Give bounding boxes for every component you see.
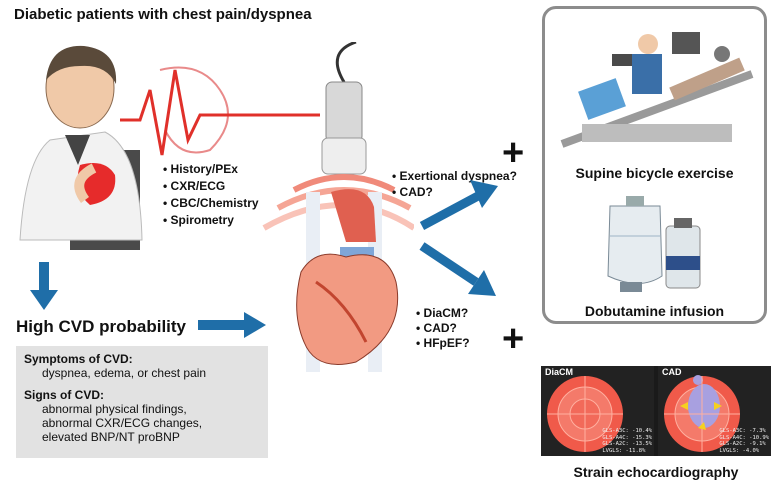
heart-echo-illustration [262,42,414,372]
diagram-title: Diabetic patients with chest pain/dyspne… [14,6,312,23]
strain-echo-images: DiaCM GLS-A3C: -10.4% GLS-A4C: -15.3% GL… [541,366,771,456]
cvd-criteria-box: Symptoms of CVD: dyspnea, edema, or ches… [16,346,268,458]
workup-item: Spirometry [163,212,259,229]
strain-stat: LVGLS: -4.0% [719,447,760,454]
strain-stat: LVGLS: -11.8% [602,447,646,454]
supine-bicycle-illustration [560,32,754,148]
questions-top: Exertional dyspnea? CAD? [392,168,517,200]
dobutamine-label: Dobutamine infusion [584,303,725,319]
patient-illustration [19,45,143,250]
strain-stat: GLS-A2C: -9.1% [719,441,766,447]
strain-panel-diacm: DiaCM GLS-A3C: -10.4% GLS-A4C: -15.3% GL… [541,366,654,456]
strain-stat: GLS-A4C: -10.9% [719,434,769,441]
arrow-right [198,312,266,338]
workup-item: CXR/ECG [163,178,259,195]
signs-line: abnormal physical findings, [42,402,187,416]
dobutamine-illustration [607,196,701,292]
exercise-label: Supine bicycle exercise [575,165,734,181]
strain-stat: GLS-A4C: -15.3% [602,434,652,441]
strain-panel-cad: CAD GLS-A3C: -7.3% GLS-A4C: -10.9% GLS-A… [658,366,771,456]
symptoms-heading: Symptoms of CVD: [24,352,133,366]
strain-stats: GLS-A3C: -7.3% GLS-A4C: -10.9% GLS-A2C: … [719,428,769,454]
question-item: DiaCM? [416,306,470,321]
arrow-down [30,262,58,310]
strain-panel-name: DiaCM [545,367,574,377]
signs-line: elevated BNP/NT proBNP [42,430,180,444]
strain-label: Strain echocardiography [573,464,739,480]
workup-list: History/PEx CXR/ECG CBC/Chemistry Spirom… [163,161,259,229]
symptoms-line: dyspnea, edema, or chest pain [42,366,207,380]
strain-stats: GLS-A3C: -10.4% GLS-A4C: -15.3% GLS-A2C:… [602,428,652,454]
signs-heading: Signs of CVD: [24,388,104,402]
bullseye-plot [664,375,740,452]
ecg-trace [120,66,320,156]
workup-item: CBC/Chemistry [163,195,259,212]
high-cvd-heading: High CVD probability [16,317,186,336]
strain-stat: GLS-A3C: -10.4% [602,428,652,434]
question-item: Exertional dyspnea? [392,168,517,184]
signs-line: abnormal CXR/ECG changes, [42,416,203,430]
question-item: CAD? [416,321,470,336]
strain-stat: GLS-A3C: -7.3% [719,428,766,434]
strain-stat: GLS-A2C: -13.5% [602,441,652,447]
diagonal-arrows [419,180,498,296]
strain-panel-name: CAD [662,367,682,377]
bullseye-plot [547,376,623,452]
question-item: CAD? [392,184,517,200]
plus-sign: + [502,318,525,360]
question-item: HFpEF? [416,336,470,351]
workup-item: History/PEx [163,161,259,178]
plus-sign: + [502,132,525,174]
questions-bottom: DiaCM? CAD? HFpEF? [416,306,470,351]
